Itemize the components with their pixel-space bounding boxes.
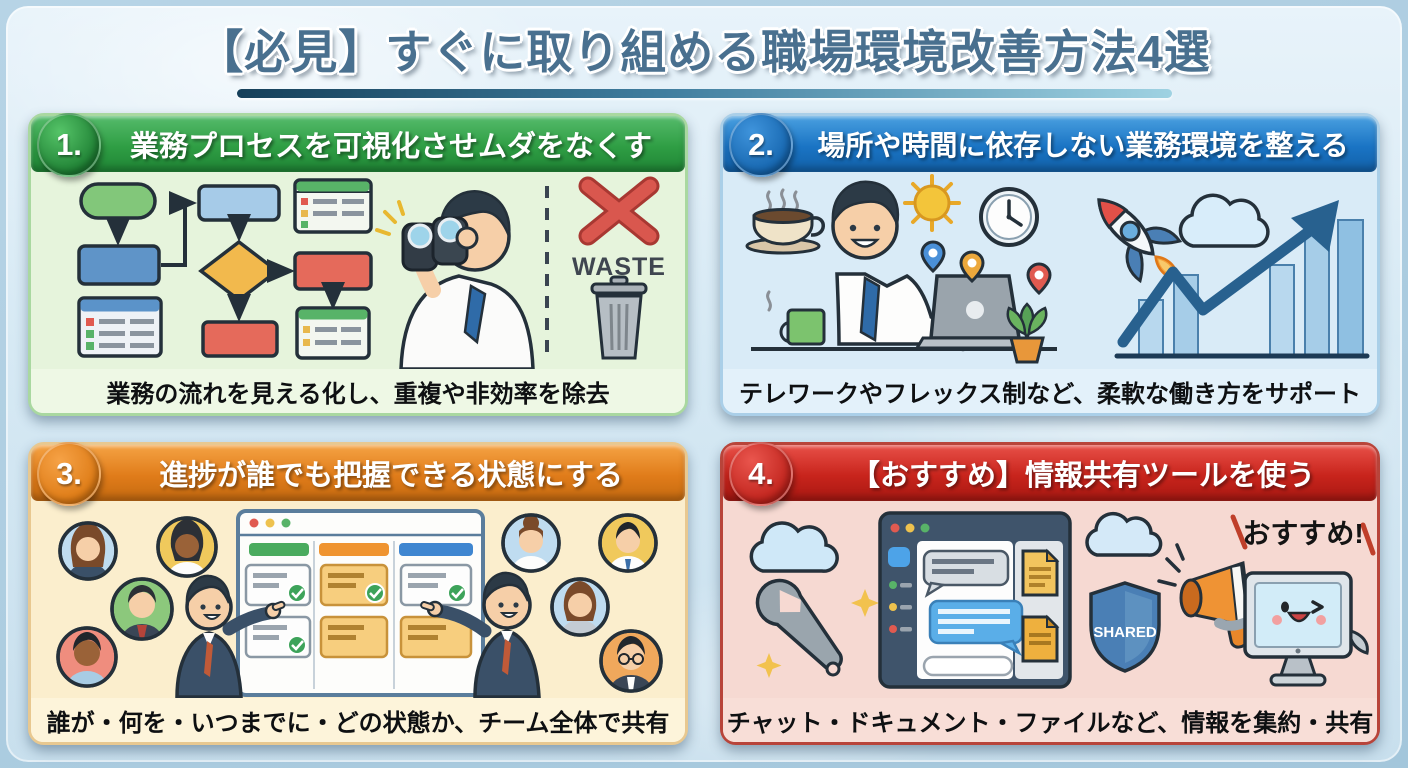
shared-shield-icon: SHARED <box>1089 581 1161 673</box>
panel-1-header: 1. 業務プロセスを可視化させムダをなくす <box>31 113 685 177</box>
file-document-icon <box>1021 548 1060 597</box>
panel-2-caption: テレワークやフレックス制など、柔軟な働き方をサポート <box>723 369 1377 413</box>
trash-can-icon <box>590 275 648 360</box>
plant-icon <box>1006 302 1048 364</box>
kanban-board-icon <box>236 509 485 697</box>
location-pin-icons <box>920 240 1052 296</box>
cloud-icon <box>1085 511 1163 557</box>
panel-2-header: 2. 場所や時間に依存しない業務環境を整える <box>723 113 1377 177</box>
sparkle-icon <box>851 589 879 617</box>
file-document-icon <box>1021 614 1060 663</box>
team-avatar-icons-right <box>501 513 663 693</box>
clock-icon <box>979 187 1039 247</box>
megaphone-icon <box>1157 543 1253 649</box>
panel-2-number-badge: 2. <box>729 113 793 177</box>
chat-input-field <box>922 655 1014 677</box>
panel-3-number-badge: 3. <box>37 442 101 506</box>
flowchart-icon <box>77 178 373 360</box>
sparkle-icon <box>756 653 782 678</box>
panel-3-caption: 誰が・何を・いつまでに・どの状態か、チーム全体で共有 <box>31 698 685 742</box>
observer-binoculars-icon <box>375 190 535 369</box>
panel-4-heading: 【おすすめ】情報共有ツールを使う <box>850 460 1315 492</box>
chat-app-window-icon <box>878 511 1072 689</box>
panel-1-number-badge: 1. <box>37 113 101 177</box>
title-block: 【必見】すぐに取り組める職場環境改善方法4選 <box>6 6 1402 98</box>
panel-3-header: 3. 進捗が誰でも把握できる状態にする <box>31 442 685 506</box>
cloud-icon <box>749 521 839 573</box>
panel-1-illustration: WASTE <box>31 172 685 369</box>
infographic-canvas: 【必見】すぐに取り組める職場環境改善方法4選 1. 業務プロセスを可視化させムダ… <box>6 6 1402 762</box>
panel-2-flexible-work: 2. 場所や時間に依存しない業務環境を整える <box>720 113 1380 416</box>
chat-bubble-received-icon <box>922 549 1010 598</box>
growth-chart-icon <box>1114 200 1370 359</box>
chat-bubble-sent-icon <box>928 599 1024 657</box>
x-mark-icon <box>578 176 660 246</box>
panel-4-number-badge: 4. <box>729 442 793 506</box>
panel-4-caption: チャット・ドキュメント・ファイルなど、情報を集約・共有 <box>723 698 1377 742</box>
waste-elimination-icon: WASTE <box>572 176 665 360</box>
panel-3-illustration <box>31 501 685 698</box>
presenter-left-icon <box>175 574 286 698</box>
coffee-cup-icon <box>745 188 825 255</box>
panel-3-progress-visibility: 3. 進捗が誰でも把握できる状態にする <box>28 442 688 745</box>
team-avatar-icons-left <box>56 516 218 688</box>
panel-grid: 1. 業務プロセスを可視化させムダをなくす <box>6 98 1402 745</box>
recommend-badge: おすすめ! <box>1230 514 1376 556</box>
shield-label: SHARED <box>1093 624 1157 641</box>
panel-1-caption: 業務の流れを見える化し、重複や非効率を除去 <box>31 369 685 413</box>
recommend-label: おすすめ! <box>1242 518 1363 549</box>
panel-4-header: 4. 【おすすめ】情報共有ツールを使う <box>723 442 1377 506</box>
computer-mascot-icon <box>1214 571 1369 687</box>
panel-1-process-visualization: 1. 業務プロセスを可視化させムダをなくす <box>28 113 688 416</box>
sun-icon <box>903 174 961 232</box>
presenter-right-icon <box>420 571 541 698</box>
cloud-icon <box>1178 193 1270 248</box>
panel-1-heading: 業務プロセスを可視化させムダをなくす <box>129 131 652 163</box>
title-underline <box>236 89 1172 98</box>
panel-2-heading: 場所や時間に依存しない業務環境を整える <box>817 130 1349 161</box>
panel-3-heading: 進捗が誰でも把握できる状態にする <box>159 460 623 492</box>
panel-4-illustration: SHARED おすすめ! <box>723 501 1377 698</box>
page-title: 【必見】すぐに取り組める職場環境改善方法4選 <box>197 26 1211 78</box>
wrench-icon <box>755 578 879 678</box>
panel-4-info-sharing-tools: 4. 【おすすめ】情報共有ツールを使う <box>720 442 1380 745</box>
panel-2-illustration <box>723 172 1377 369</box>
